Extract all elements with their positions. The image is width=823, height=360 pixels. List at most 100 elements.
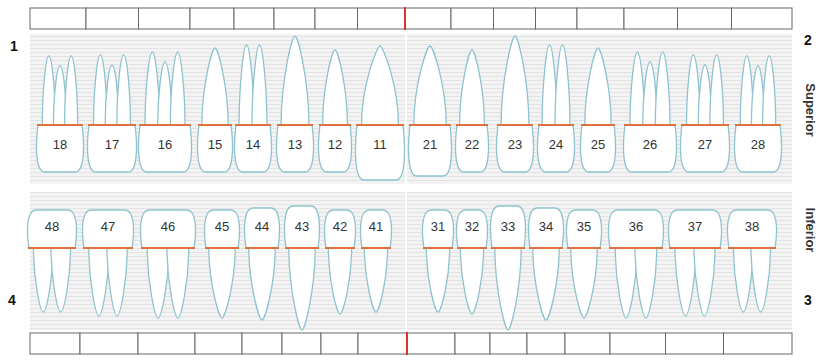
tooth-root bbox=[51, 248, 70, 312]
tooth-root bbox=[751, 248, 770, 312]
chart-cell bbox=[666, 333, 724, 354]
chart-cell bbox=[321, 333, 358, 354]
tooth-crown bbox=[580, 125, 615, 172]
tooth-number: 16 bbox=[158, 138, 172, 151]
tooth-root bbox=[763, 56, 776, 125]
tooth-crown bbox=[140, 210, 195, 248]
tooth-crown bbox=[36, 125, 83, 172]
tooth-root bbox=[323, 50, 348, 125]
cej-line bbox=[325, 247, 355, 249]
tooth-number: 12 bbox=[328, 138, 342, 151]
chart-cell bbox=[455, 333, 490, 354]
chart-cell bbox=[610, 333, 666, 354]
tooth-root bbox=[249, 248, 275, 320]
lower-band bbox=[30, 192, 792, 330]
tooth-root bbox=[167, 248, 189, 318]
chart-cell bbox=[724, 333, 793, 354]
quadrant-number: 1 bbox=[10, 39, 18, 53]
tooth-root bbox=[89, 248, 109, 316]
tooth-number: 26 bbox=[643, 138, 657, 151]
tooth-number: 46 bbox=[161, 220, 175, 233]
tooth-number: 47 bbox=[101, 220, 115, 233]
chart-cell bbox=[315, 8, 358, 29]
chart-cell bbox=[282, 333, 321, 354]
tooth-number: 34 bbox=[539, 220, 553, 233]
tooth-root bbox=[364, 248, 387, 312]
tooth-root bbox=[170, 52, 185, 125]
tooth-root bbox=[414, 46, 446, 125]
tooth-crown bbox=[456, 210, 487, 248]
tooth-number: 44 bbox=[255, 220, 269, 233]
tooth-crown bbox=[422, 210, 453, 248]
chart-cell bbox=[190, 8, 234, 29]
midline bbox=[405, 34, 407, 330]
tooth-number: 31 bbox=[431, 220, 445, 233]
chart-cell bbox=[494, 8, 536, 29]
tooth-number: 41 bbox=[369, 220, 383, 233]
tooth-root bbox=[460, 248, 483, 314]
tooth-root bbox=[362, 46, 399, 125]
chart-cell bbox=[358, 333, 407, 354]
chart-cell bbox=[624, 8, 678, 29]
tooth-root bbox=[65, 56, 78, 125]
chart-cell bbox=[242, 333, 282, 354]
cej-line bbox=[198, 124, 232, 126]
chart-cell bbox=[195, 333, 242, 354]
cej-line bbox=[141, 247, 195, 249]
cej-line bbox=[457, 247, 487, 249]
cej-line bbox=[37, 124, 83, 126]
tooth-crown bbox=[138, 125, 191, 172]
cej-line bbox=[83, 247, 133, 249]
tooth-crown bbox=[734, 125, 781, 172]
tooth-number: 23 bbox=[508, 138, 522, 151]
cej-line bbox=[728, 247, 776, 249]
cej-line bbox=[139, 124, 191, 126]
tooth-crown bbox=[528, 208, 563, 248]
cej-line bbox=[409, 124, 451, 126]
tooth-crown bbox=[668, 210, 721, 248]
quadrant-number: 3 bbox=[804, 293, 812, 307]
tooth-root bbox=[675, 248, 696, 316]
tooth-number: 48 bbox=[45, 220, 59, 233]
tooth-root bbox=[281, 36, 309, 125]
tooth-crown bbox=[566, 210, 601, 248]
tooth-root bbox=[289, 248, 315, 330]
cej-line bbox=[456, 124, 488, 126]
tooth-root bbox=[655, 52, 670, 125]
chart-cell bbox=[234, 8, 274, 29]
cej-line bbox=[681, 124, 729, 126]
chart-cell bbox=[490, 333, 527, 354]
tooth-number: 25 bbox=[591, 138, 605, 151]
cej-line bbox=[356, 124, 404, 126]
tooth-crown bbox=[324, 210, 355, 248]
chart-cell bbox=[138, 333, 195, 354]
arch-label: Superior bbox=[804, 83, 817, 136]
tooth-crown bbox=[276, 125, 313, 172]
cej-line bbox=[235, 124, 271, 126]
cej-line bbox=[319, 124, 351, 126]
tooth-root bbox=[328, 248, 351, 314]
tooth-number: 43 bbox=[295, 220, 309, 233]
tooth-crown bbox=[27, 210, 76, 248]
cej-line bbox=[205, 247, 239, 249]
tooth-number: 18 bbox=[53, 138, 67, 151]
tooth-crown bbox=[455, 125, 488, 172]
tooth-number: 37 bbox=[688, 220, 702, 233]
tooth-root bbox=[147, 248, 169, 318]
tooth-root bbox=[202, 48, 228, 125]
tooth-root bbox=[694, 248, 715, 316]
tooth-crown bbox=[204, 210, 239, 248]
tooth-root bbox=[107, 248, 127, 316]
chart-cell bbox=[577, 8, 624, 29]
tooth-root bbox=[710, 55, 724, 125]
tooth-number: 32 bbox=[465, 220, 479, 233]
tooth-root bbox=[460, 50, 485, 125]
tooth-crown bbox=[537, 125, 574, 172]
tooth-number: 17 bbox=[105, 138, 119, 151]
cej-line bbox=[245, 247, 279, 249]
cej-line bbox=[581, 124, 615, 126]
tooth-number: 45 bbox=[215, 220, 229, 233]
tooth-number: 15 bbox=[208, 138, 222, 151]
